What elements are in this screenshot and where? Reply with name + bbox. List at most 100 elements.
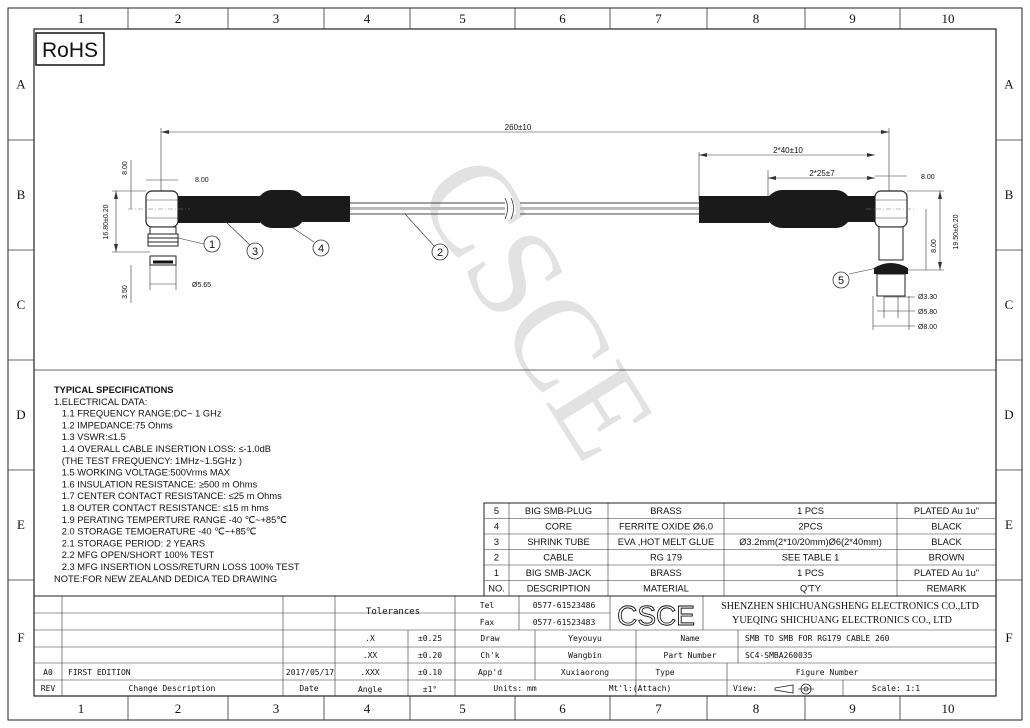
right-height-label: 19.50±0.20 (953, 214, 960, 249)
grid-col-label-top-10: 10 (942, 11, 955, 26)
right-connector: Ø3.30 Ø5.80 Ø8.00 8.00 19.50±0.20 8.00 (866, 174, 960, 331)
svg-text:Units: mm: Units: mm (493, 684, 537, 693)
grid-col-label-top-1: 1 (78, 11, 85, 26)
svg-text:.XXX: .XXX (360, 668, 379, 677)
spec-line: 1.ELECTRICAL DATA: (54, 397, 147, 407)
grid-row-label-left-A: A (16, 77, 26, 92)
grid-col-label-top-7: 7 (655, 11, 662, 26)
svg-text:Change Description: Change Description (129, 684, 216, 693)
right-ferrite-core (769, 190, 875, 228)
left-width-8-label: 8.00 (195, 177, 209, 184)
svg-text:Part Number: Part Number (664, 651, 717, 660)
grid-col-label-top-4: 4 (364, 11, 371, 26)
svg-text:Ch'k: Ch'k (480, 651, 499, 660)
cable-assembly: 260±10 2*40±10 2*25±7 (103, 123, 960, 331)
svg-text:±0.10: ±0.10 (418, 668, 442, 677)
break-mark (504, 197, 514, 220)
rohs-box (35, 32, 105, 66)
left-top-8-label: 8.00 (122, 161, 129, 175)
left-ferrite-core (260, 190, 350, 228)
svg-text:2017/05/17: 2017/05/17 (286, 668, 334, 677)
grid-col-label-bottom-2: 2 (175, 701, 182, 716)
bom-cell: CABLE (543, 553, 574, 563)
spec-line: (THE TEST FREQUENCY: 1MHz~1.5GHz ) (54, 456, 242, 466)
callout-2: 2 (404, 213, 449, 261)
svg-text:Yeyouyu: Yeyouyu (568, 634, 602, 643)
company-name-2: YUEQING SHICHUANG ELECTRONICS CO., LTD (732, 615, 952, 626)
bom-cell: SHRINK TUBE (527, 537, 589, 547)
spec-line: 1.8 OUTER CONTACT RESISTANCE: ≤15 m hms (54, 503, 269, 513)
grid-col-label-bottom-3: 3 (273, 701, 280, 716)
grid-col-label-bottom-8: 8 (753, 701, 760, 716)
grid-col-label-top-2: 2 (175, 11, 182, 26)
bom-cell: EVA ,HOT MELT GLUE (618, 537, 714, 547)
spec-line: 1.7 CENTER CONTACT RESISTANCE: ≤25 m Ohm… (54, 491, 282, 501)
svg-text:5: 5 (838, 275, 844, 287)
right-dia-800-label: Ø8.00 (918, 324, 937, 331)
rohs-label: RoHS (42, 39, 98, 62)
grid-row-label-right-F: F (1005, 630, 1012, 645)
spec-line: 1.4 OVERALL CABLE INSERTION LOSS: ≤-1.0d… (54, 444, 271, 454)
svg-text:Mt'l:(Attach): Mt'l:(Attach) (609, 684, 672, 693)
company-name-1: SHENZHEN SHICHUANGSHENG ELECTRONICS CO.,… (721, 601, 979, 612)
svg-text:±1°: ±1° (423, 685, 437, 694)
title-block: Tolerances .X ±0.25 .XX ±0.20 .XXX ±0.10… (33, 595, 997, 697)
grid-row-label-right-E: E (1005, 517, 1013, 532)
typical-specifications: TYPICAL SPECIFICATIONS 1.ELECTRICAL DATA:… (54, 385, 300, 584)
spec-line: 1.1 FREQUENCY RANGE:DC~ 1 GHz (54, 409, 222, 419)
bom-cell: 2 (494, 553, 499, 563)
grid-row-label-right-B: B (1005, 187, 1014, 202)
grid-row-label-left-C: C (17, 297, 26, 312)
svg-text:.XX: .XX (363, 651, 378, 660)
bom-cell: BROWN (929, 553, 965, 563)
svg-text:2: 2 (437, 247, 443, 259)
spec-line: TYPICAL SPECIFICATIONS (54, 385, 174, 395)
svg-text:.X: .X (365, 634, 375, 643)
bom-cell: BRASS (650, 568, 682, 578)
bom-cell: 1 PCS (797, 506, 824, 516)
grid-col-label-top-9: 9 (849, 11, 856, 26)
svg-text:Tel: Tel (480, 601, 495, 610)
bom-cell: RG 179 (650, 553, 682, 563)
bom-cell: 5 (494, 506, 499, 516)
bom-cell: BRASS (650, 506, 682, 516)
bom-header-cell: DESCRIPTION (527, 584, 591, 594)
spec-line: 1.6 INSULATION RESISTANCE: ≥500 m Ohms (54, 479, 257, 489)
bom-header-cell: MATERIAL (643, 584, 689, 594)
svg-text:±0.20: ±0.20 (418, 651, 442, 660)
grid-col-label-top-5: 5 (459, 11, 466, 26)
csce-logo: CSCE (617, 600, 695, 631)
length-2x25-label: 2*25±7 (809, 169, 835, 178)
grid-row-label-left-F: F (17, 630, 24, 645)
watermark: CSCE (389, 131, 683, 483)
svg-text:4: 4 (318, 243, 324, 255)
right-width-8-label: 8.00 (921, 174, 935, 181)
left-dia-565-label: Ø5.65 (192, 282, 211, 289)
bom-cell: BLACK (931, 537, 962, 547)
right-dia-580-label: Ø5.80 (918, 309, 937, 316)
grid-row-label-right-D: D (1004, 407, 1013, 422)
svg-text:REV: REV (41, 684, 56, 693)
bom-cell: 1 (494, 568, 499, 578)
svg-text:Wangbin: Wangbin (568, 651, 602, 660)
svg-text:FIRST EDITION: FIRST EDITION (68, 668, 131, 677)
svg-text:Fax: Fax (480, 618, 495, 627)
svg-text:Date: Date (299, 684, 318, 693)
svg-text:±0.25: ±0.25 (418, 634, 442, 643)
svg-text:Figure Number: Figure Number (796, 668, 859, 677)
grid-row-label-left-B: B (17, 187, 26, 202)
bom-header-cell: NO. (488, 584, 505, 594)
bom-cell: BIG SMB-JACK (526, 568, 592, 578)
grid-col-label-bottom-10: 10 (942, 701, 955, 716)
svg-text:Xuxiaorong: Xuxiaorong (561, 668, 609, 677)
right-dia-330-label: Ø3.30 (918, 294, 937, 301)
grid-col-label-bottom-5: 5 (459, 701, 466, 716)
drawing-name: SMB TO SMB FOR RG179 CABLE 260 (745, 634, 890, 643)
bom-cell: PLATED Au 1u" (914, 506, 979, 516)
bom-cell: BIG SMB-PLUG (525, 506, 592, 516)
spec-line: 1.3 VSWR:≤1.5 (54, 432, 126, 442)
bom-cell: Ø3.2mm(2*10/20mm)Ø6(2*40mm) (739, 537, 882, 547)
grid-col-label-bottom-7: 7 (655, 701, 662, 716)
bom-cell: 1 PCS (797, 568, 824, 578)
